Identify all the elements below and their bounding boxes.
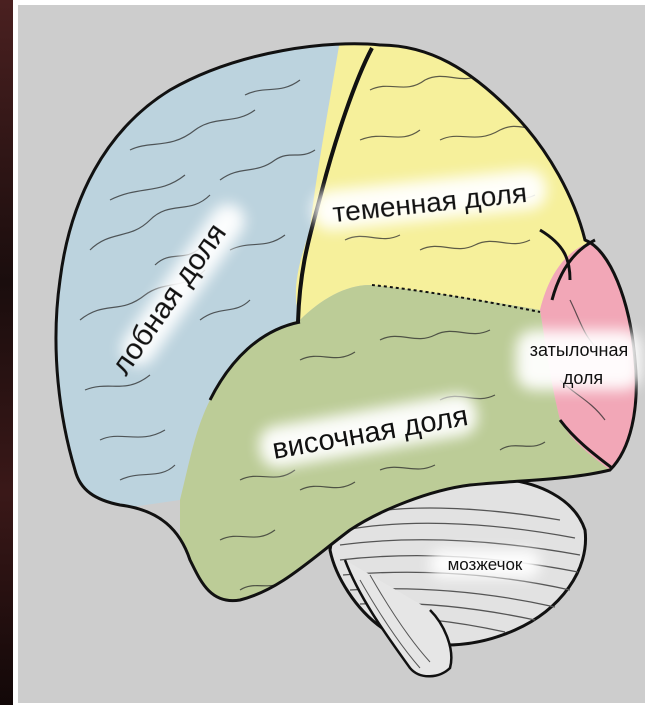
cerebellum-label: мозжечок bbox=[448, 555, 523, 574]
occipital-lobe-label-line1: затылочная bbox=[530, 340, 628, 360]
occipital-lobe-label-line2: доля bbox=[563, 368, 603, 388]
